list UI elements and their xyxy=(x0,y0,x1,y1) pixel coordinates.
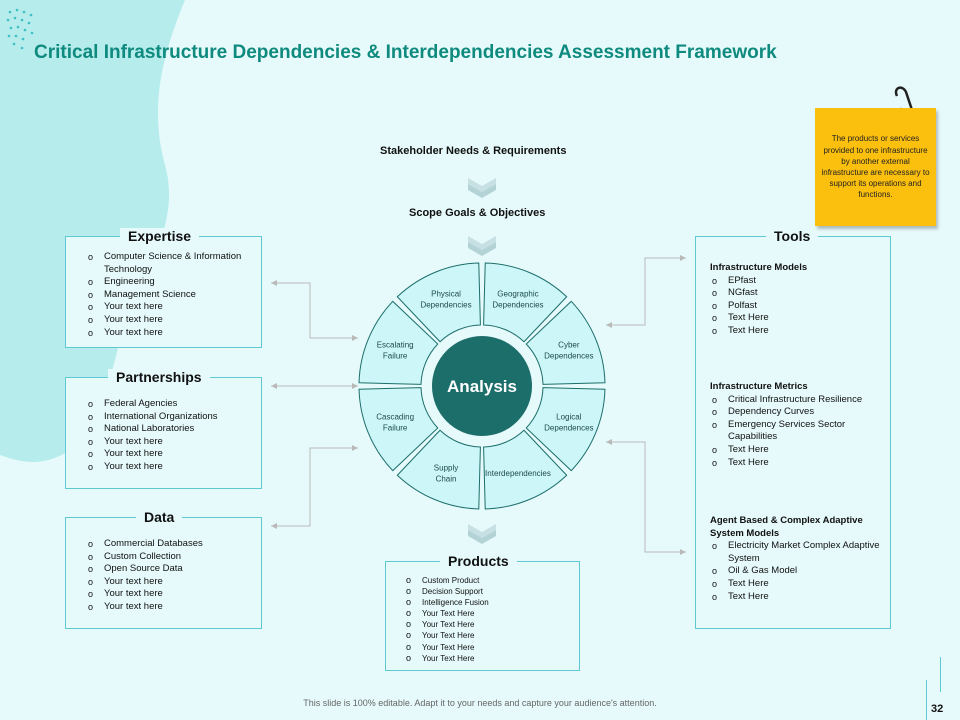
stakeholder-label: Stakeholder Needs & Requirements xyxy=(380,145,567,157)
list-item: Your Text Here xyxy=(404,608,574,619)
tools-section-metrics: Infrastructure Metrics Critical Infrastr… xyxy=(710,381,890,469)
list-item: Management Science xyxy=(86,289,256,302)
partnerships-box: Partnerships Federal AgenciesInternation… xyxy=(65,369,262,489)
page-title: Critical Infrastructure Dependencies & I… xyxy=(34,42,777,63)
list-item: Custom Product xyxy=(404,575,574,586)
tools-box: Tools Infrastructure Models EPfastNGfast… xyxy=(695,228,891,629)
tools-section-list: EPfastNGfastPolfastText HereText Here xyxy=(710,275,890,338)
list-item: Your text here xyxy=(86,301,256,314)
list-item: Your text here xyxy=(86,314,256,327)
list-item: Dependency Curves xyxy=(710,406,890,419)
list-item: Emergency Services Sector Capabilities xyxy=(710,419,890,444)
tools-section-heading: Agent Based & Complex Adaptive System Mo… xyxy=(710,515,863,539)
list-item: Text Here xyxy=(710,444,890,457)
list-item: Your text here xyxy=(86,601,256,614)
sticky-note-text: The products or services provided to one… xyxy=(821,134,930,200)
list-item: Your Text Here xyxy=(404,630,574,641)
products-list: Custom ProductDecision SupportIntelligen… xyxy=(404,575,574,664)
list-item: International Organizations xyxy=(86,411,256,424)
page-number: 32 xyxy=(931,703,944,715)
partnerships-list: Federal AgenciesInternational Organizati… xyxy=(86,398,256,474)
tools-section-list: Electricity Market Complex Adaptive Syst… xyxy=(710,540,890,603)
list-item: Open Source Data xyxy=(86,563,256,576)
products-title: Products xyxy=(440,553,517,569)
list-item: Text Here xyxy=(710,312,890,325)
list-item: Engineering xyxy=(86,276,256,289)
tools-title: Tools xyxy=(766,228,819,244)
expertise-box: Expertise Computer Science & Information… xyxy=(65,228,262,348)
list-item: National Laboratories xyxy=(86,423,256,436)
list-item: Your text here xyxy=(86,448,256,461)
tools-section-heading: Infrastructure Metrics xyxy=(710,381,808,392)
list-item: Polfast xyxy=(710,300,890,313)
list-item: Electricity Market Complex Adaptive Syst… xyxy=(710,540,890,565)
list-item: Your Text Here xyxy=(404,642,574,653)
list-item: Your Text Here xyxy=(404,619,574,630)
list-item: Your text here xyxy=(86,576,256,589)
list-item: Text Here xyxy=(710,325,890,338)
list-item: Your text here xyxy=(86,461,256,474)
tools-section-list: Critical Infrastructure ResilienceDepend… xyxy=(710,394,890,470)
list-item: Federal Agencies xyxy=(86,398,256,411)
list-item: Custom Collection xyxy=(86,551,256,564)
list-item: Text Here xyxy=(710,578,890,591)
page-number-divider xyxy=(940,657,941,692)
sticky-note: The products or services provided to one… xyxy=(815,108,936,226)
list-item: Commercial Databases xyxy=(86,538,256,551)
list-item: Your Text Here xyxy=(404,653,574,664)
partnerships-title: Partnerships xyxy=(108,369,210,385)
data-title: Data xyxy=(136,509,183,525)
list-item: Critical Infrastructure Resilience xyxy=(710,394,890,407)
list-item: Your text here xyxy=(86,588,256,601)
list-item: Computer Science & Information Technolog… xyxy=(86,251,256,276)
data-list: Commercial DatabasesCustom CollectionOpe… xyxy=(86,538,256,614)
decorative-dots xyxy=(6,8,34,50)
list-item: Your text here xyxy=(86,327,256,340)
expertise-title: Expertise xyxy=(120,228,200,244)
list-item: NGfast xyxy=(710,287,890,300)
list-item: Text Here xyxy=(710,457,890,470)
list-item: Intelligence Fusion xyxy=(404,597,574,608)
list-item: Oil & Gas Model xyxy=(710,565,890,578)
list-item: Decision Support xyxy=(404,586,574,597)
list-item: Your text here xyxy=(86,436,256,449)
products-box: Products Custom ProductDecision SupportI… xyxy=(385,553,580,671)
list-item: Text Here xyxy=(710,591,890,604)
footer-text: This slide is 100% editable. Adapt it to… xyxy=(303,698,657,708)
scope-label: Scope Goals & Objectives xyxy=(409,207,546,219)
tools-section-agent: Agent Based & Complex Adaptive System Mo… xyxy=(710,515,890,603)
list-item: EPfast xyxy=(710,275,890,288)
data-box: Data Commercial DatabasesCustom Collecti… xyxy=(65,509,262,629)
expertise-list: Computer Science & Information Technolog… xyxy=(86,251,256,339)
tools-section-models: Infrastructure Models EPfastNGfastPolfas… xyxy=(710,262,890,338)
tools-section-heading: Infrastructure Models xyxy=(710,262,808,273)
page-number-divider xyxy=(926,680,927,720)
